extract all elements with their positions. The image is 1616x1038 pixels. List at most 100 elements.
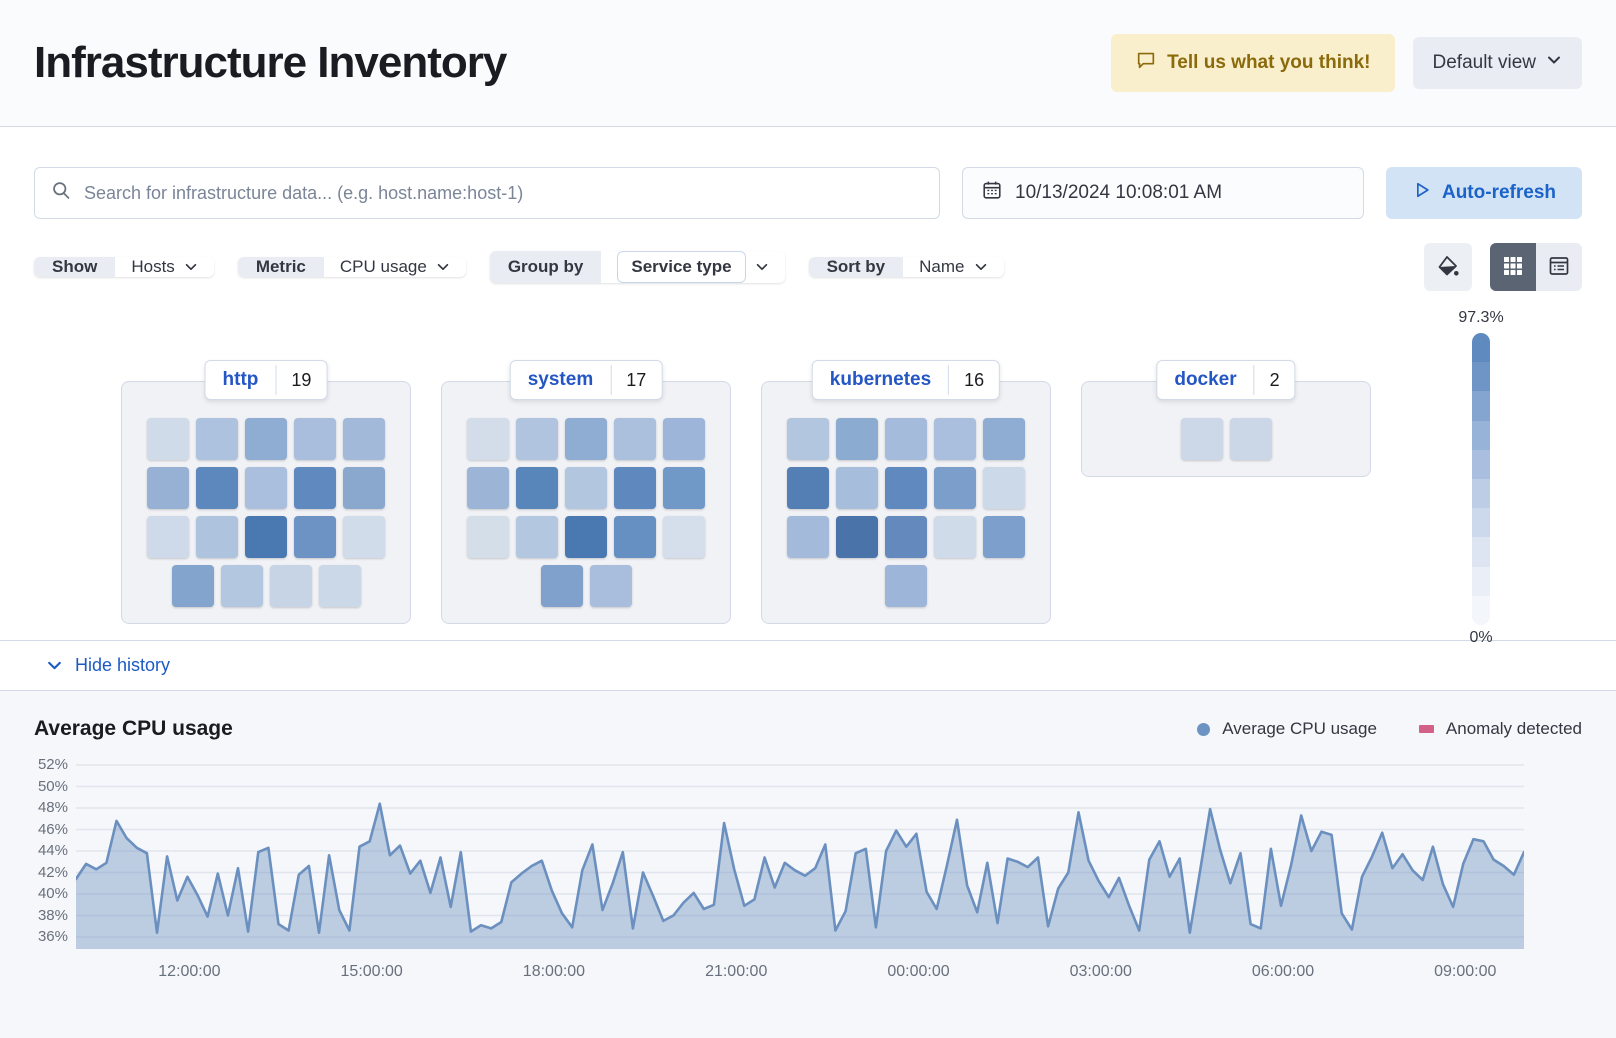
scale-step: [1472, 362, 1490, 392]
sort-by-filter[interactable]: Sort by Name: [808, 257, 1004, 277]
host-tile[interactable]: [269, 565, 312, 607]
group-by-value-badge[interactable]: Service type: [617, 251, 746, 283]
header-actions: Tell us what you think! Default view: [1111, 34, 1582, 92]
host-tile[interactable]: [467, 418, 509, 460]
host-tile[interactable]: [934, 516, 976, 558]
legend-item[interactable]: Anomaly detected: [1418, 719, 1582, 739]
host-tile[interactable]: [294, 467, 336, 509]
host-tile[interactable]: [245, 467, 287, 509]
host-tile[interactable]: [614, 418, 656, 460]
host-tile[interactable]: [516, 467, 558, 509]
chart-legend: Average CPU usage Anomaly detected: [1197, 719, 1582, 739]
host-tile[interactable]: [934, 467, 976, 509]
host-tile[interactable]: [196, 516, 238, 558]
host-tile[interactable]: [565, 467, 607, 509]
show-filter[interactable]: Show Hosts: [34, 257, 214, 277]
host-tile[interactable]: [1229, 418, 1272, 460]
host-tile[interactable]: [614, 467, 656, 509]
host-tile[interactable]: [147, 467, 189, 509]
table-view-button[interactable]: [1536, 243, 1582, 291]
host-tile[interactable]: [614, 516, 656, 558]
host-tile[interactable]: [220, 565, 263, 607]
feedback-button[interactable]: Tell us what you think!: [1111, 34, 1395, 92]
speech-bubble-icon: [1135, 49, 1157, 77]
hide-history-link[interactable]: Hide history: [34, 655, 170, 676]
grid-view-icon: [1501, 254, 1525, 281]
view-mode-toggle: [1490, 243, 1582, 291]
host-tile[interactable]: [294, 418, 336, 460]
scale-step: [1472, 333, 1490, 363]
host-tile[interactable]: [885, 418, 927, 460]
host-tile[interactable]: [196, 418, 238, 460]
host-tile[interactable]: [565, 418, 607, 460]
group-by-filter[interactable]: Group by Service type: [489, 251, 785, 283]
host-tile[interactable]: [836, 467, 878, 509]
host-tile[interactable]: [147, 418, 189, 460]
host-tile[interactable]: [983, 418, 1025, 460]
host-tile[interactable]: [663, 467, 705, 509]
host-tile[interactable]: [318, 565, 361, 607]
y-axis-tick: 40%: [37, 885, 68, 902]
host-tile[interactable]: [196, 467, 238, 509]
host-tile[interactable]: [467, 516, 509, 558]
host-tile[interactable]: [467, 467, 509, 509]
search-box[interactable]: [34, 167, 940, 219]
host-tile[interactable]: [983, 467, 1025, 509]
host-tile[interactable]: [540, 565, 583, 607]
host-tile[interactable]: [147, 516, 189, 558]
badge-divider: [610, 365, 612, 395]
host-tile[interactable]: [343, 467, 385, 509]
group-name: system: [527, 369, 594, 390]
view-selector-button[interactable]: Default view: [1412, 37, 1582, 89]
host-tile[interactable]: [245, 418, 287, 460]
play-icon: [1412, 180, 1432, 206]
host-tile[interactable]: [885, 565, 927, 607]
y-axis-tick: 38%: [37, 906, 68, 924]
host-tile[interactable]: [787, 467, 829, 509]
host-tile[interactable]: [171, 565, 214, 607]
host-tile[interactable]: [663, 418, 705, 460]
chart-plot: [76, 764, 1524, 949]
metric-filter[interactable]: Metric CPU usage: [237, 257, 466, 277]
auto-refresh-button[interactable]: Auto-refresh: [1386, 167, 1582, 219]
host-tile[interactable]: [663, 516, 705, 558]
x-axis-tick: 15:00:00: [340, 963, 403, 980]
host-tile[interactable]: [245, 516, 287, 558]
host-tile[interactable]: [885, 516, 927, 558]
host-tile[interactable]: [836, 516, 878, 558]
host-tile[interactable]: [885, 467, 927, 509]
group-count: 16: [964, 369, 985, 390]
legend-label: Average CPU usage: [1222, 719, 1377, 738]
grid-view-button[interactable]: [1490, 243, 1536, 291]
chevron-down-icon: [756, 263, 767, 271]
host-tile[interactable]: [294, 516, 336, 558]
host-tile[interactable]: [1180, 418, 1223, 460]
fill-color-button[interactable]: [1424, 243, 1472, 291]
host-tile[interactable]: [983, 516, 1025, 558]
host-tile[interactable]: [589, 565, 632, 607]
host-tile[interactable]: [343, 418, 385, 460]
host-tile[interactable]: [343, 516, 385, 558]
host-tile[interactable]: [934, 418, 976, 460]
legend-item[interactable]: Average CPU usage: [1197, 719, 1377, 739]
host-tile[interactable]: [787, 418, 829, 460]
group-panel: [761, 381, 1051, 624]
date-picker-button[interactable]: 10/13/2024 10:08:01 AM: [962, 167, 1364, 219]
host-tile[interactable]: [565, 516, 607, 558]
scale-step: [1472, 508, 1490, 538]
host-tile[interactable]: [787, 516, 829, 558]
chevron-down-icon: [48, 661, 61, 670]
y-axis-tick: 42%: [37, 863, 68, 881]
y-axis-tick: 52%: [37, 756, 68, 773]
host-tile[interactable]: [516, 418, 558, 460]
x-axis-tick: 21:00:00: [705, 963, 768, 980]
search-input[interactable]: [84, 182, 923, 204]
host-tile[interactable]: [836, 418, 878, 460]
host-tile[interactable]: [516, 516, 558, 558]
scale-step: [1472, 566, 1490, 596]
